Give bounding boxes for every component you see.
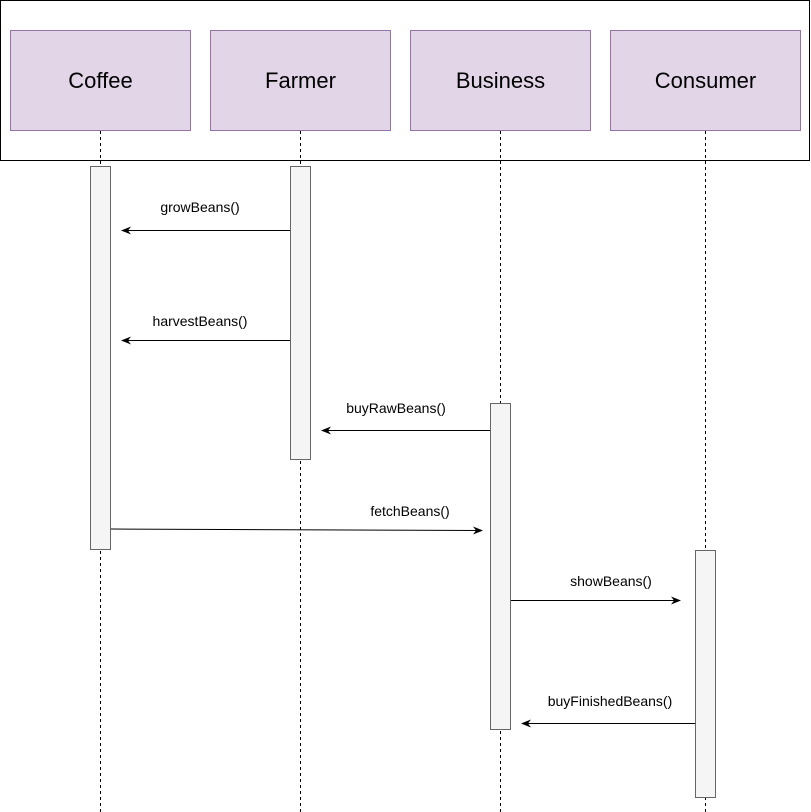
participant-box [210, 30, 391, 131]
message-show-beans[interactable]: showBeans() [511, 573, 681, 605]
message-fetch-beans[interactable]: fetchBeans() [110, 503, 483, 535]
activation-consumer [695, 550, 716, 798]
participant-business[interactable]: Business [410, 30, 591, 131]
participant-farmer[interactable]: Farmer [210, 30, 391, 131]
lifelines [100, 131, 706, 812]
message-arrow [110, 526, 483, 535]
message-label: showBeans() [570, 573, 652, 589]
participant-box [410, 30, 591, 131]
participant-label: Business [456, 68, 545, 93]
participant-box [10, 30, 191, 131]
message-label: buyRawBeans() [346, 400, 446, 416]
message-harvest-beans[interactable]: harvestBeans() [121, 313, 290, 345]
participant-box [610, 30, 801, 131]
message-buy-raw-beans[interactable]: buyRawBeans() [321, 400, 490, 435]
message-label: growBeans() [160, 199, 239, 215]
participant-label: Coffee [68, 68, 132, 93]
activation-business [490, 403, 511, 730]
message-grow-beans[interactable]: growBeans() [121, 199, 290, 235]
participant-consumer[interactable]: Consumer [610, 30, 801, 131]
participant-coffee[interactable]: Coffee [10, 30, 191, 131]
header-frame [0, 0, 810, 161]
message-buy-finished-beans[interactable]: buyFinishedBeans() [521, 693, 695, 728]
message-label: harvestBeans() [153, 313, 248, 329]
participant-label: Consumer [655, 68, 756, 93]
activations [90, 166, 716, 798]
message-label: fetchBeans() [370, 503, 449, 519]
participant-label: Farmer [265, 68, 336, 93]
message-label: buyFinishedBeans() [548, 693, 673, 709]
activation-coffee [90, 166, 111, 550]
activation-farmer [290, 166, 311, 460]
